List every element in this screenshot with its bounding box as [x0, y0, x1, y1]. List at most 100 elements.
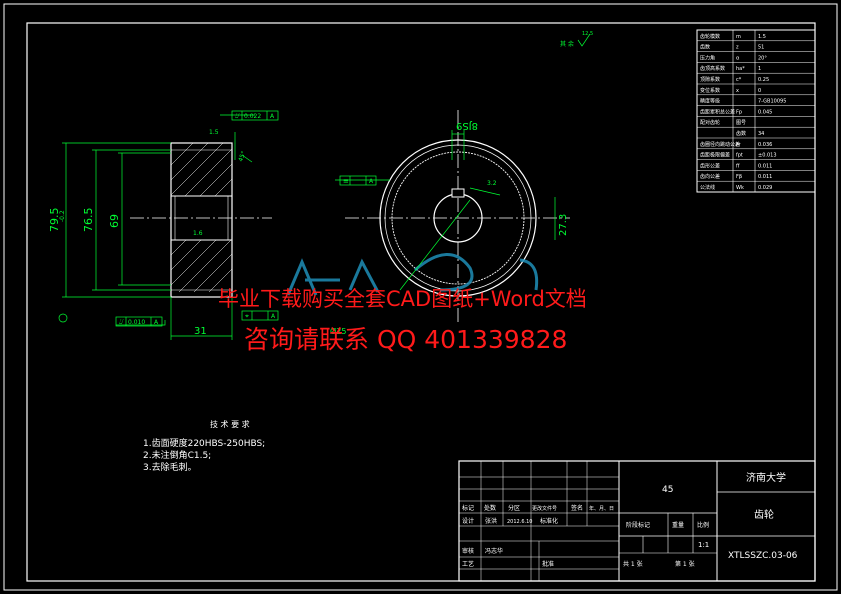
table-cell-7-0: 齿距累积总公差 — [700, 108, 735, 115]
table-cell-10-1: Fr — [736, 142, 742, 148]
tb-date: 2012.6.10 — [507, 519, 532, 525]
tb-code: XTLSSZC.03-06 — [728, 551, 798, 561]
table-cell-6-0: 精度等级 — [700, 98, 720, 105]
svg-text:12.5: 12.5 — [582, 31, 593, 37]
tb-header-5: 年、月、日 — [589, 505, 614, 512]
table-cell-9-1: 齿数 — [736, 130, 746, 137]
table-cell-9-2: 34 — [758, 131, 764, 137]
front-view: 8JS9 27.3 Ø25 3.2 ≡ A 其 余 12.5 — [286, 31, 593, 336]
roughness-bore: 1.6 — [193, 230, 203, 237]
svg-text:其 余: 其 余 — [560, 40, 574, 48]
table-cell-13-1: Fβ — [736, 174, 742, 180]
tech-requirements: 技 术 要 求 1.齿面硬度220HBS-250HBS; 2.未注倒角C1.5;… — [143, 419, 265, 473]
table-cell-1-1: z — [736, 45, 739, 51]
tb-standard: 标准化 — [540, 517, 558, 525]
table-cell-11-1: fpt — [736, 153, 743, 159]
table-cell-3-1: ha* — [736, 66, 745, 72]
table-cell-14-0: 公法线 — [700, 184, 715, 191]
table-cell-13-2: 0.011 — [758, 174, 772, 180]
table-cell-13-0: 齿向公差 — [700, 173, 720, 180]
hatch-top — [170, 142, 233, 197]
svg-text:≡: ≡ — [343, 177, 349, 185]
table-cell-4-1: c* — [736, 77, 742, 83]
tolerance-frame-left: ⌰ 0.010 A — [115, 316, 163, 327]
title-block-text: 标记 处数 分区 更改文件号 签名 年、月、日 设计 张洪 2012.6.10 … — [462, 471, 798, 568]
roughness-keyway: 3.2 — [487, 180, 497, 187]
table-cell-11-0: 齿距极限偏差 — [700, 152, 730, 159]
tb-header-4: 签名 — [571, 504, 583, 512]
table-cell-7-2: 0.045 — [758, 109, 772, 115]
svg-text:⌖: ⌖ — [245, 312, 249, 320]
svg-text:A: A — [154, 319, 159, 326]
svg-text:A: A — [369, 178, 374, 185]
table-cell-8-1: 图号 — [736, 120, 746, 126]
dim-bore-dia: Ø25 — [330, 326, 346, 336]
table-cell-7-1: Fp — [736, 109, 742, 115]
table-cell-1-0: 齿数 — [700, 44, 710, 51]
table-cell-2-1: α — [736, 55, 740, 61]
tolerance-frame-bottom: ⌖ A — [241, 310, 279, 321]
table-cell-5-1: x — [736, 88, 739, 94]
tb-part-name: 齿轮 — [754, 508, 774, 521]
watermark-logo — [286, 253, 539, 296]
tb-sheet-no: 第 1 张 — [675, 560, 695, 568]
tb-weight-label: 重量 — [672, 521, 684, 529]
inner-frame — [26, 22, 816, 582]
table-cell-4-0: 顶隙系数 — [700, 76, 720, 83]
dim-chamfer: 1.5 — [209, 129, 219, 136]
dim-pitch-dia: 76.5 — [82, 208, 95, 233]
tb-sheet: 共 1 张 — [623, 560, 643, 568]
table-cell-0-2: 1.5 — [758, 34, 766, 40]
tb-scale-label: 比例 — [697, 521, 709, 529]
tech-req-2: 2.未注倒角C1.5; — [143, 449, 211, 461]
table-cell-5-2: 0 — [758, 88, 761, 94]
tb-header-1: 处数 — [484, 504, 496, 512]
hatch-bottom — [170, 239, 233, 293]
table-cell-0-1: m — [736, 34, 741, 40]
watermark-line-1: 毕业下载购买全套CAD图纸+Word文档 — [218, 287, 587, 311]
dim-root-dia: 69 — [108, 214, 121, 228]
svg-text:⌰: ⌰ — [119, 318, 124, 326]
svg-text:0.010: 0.010 — [128, 319, 145, 326]
watermark-line-2: 咨询请联系 QQ 401339828 — [244, 325, 568, 354]
section-view: 79.5 -0.2 76.5 69 31 1.5 45° 1.6 ⌰ 0.022… — [48, 110, 279, 340]
table-cell-0-0: 齿轮模数 — [700, 33, 720, 40]
table-cell-10-2: 0.036 — [758, 142, 772, 148]
tech-req-3: 3.去除毛刺。 — [143, 461, 197, 473]
dim-outer-dia: 79.5 — [48, 208, 61, 233]
tb-header-2: 分区 — [508, 504, 520, 512]
table-cell-12-2: 0.011 — [758, 163, 772, 169]
table-cell-12-1: ff — [736, 163, 740, 169]
tb-school: 济南大学 — [746, 471, 786, 484]
dim-width: 31 — [194, 326, 207, 337]
tolerance-frame-front: ≡ A — [339, 175, 377, 186]
tb-stage-label: 阶段标记 — [626, 521, 650, 529]
table-cell-10-0: 齿圈径向跳动公差 — [700, 141, 740, 148]
dim-keyway: 8JS9 — [456, 120, 478, 131]
table-cell-5-0: 变位系数 — [700, 87, 720, 94]
table-cell-12-0: 齿形公差 — [700, 162, 720, 169]
title-block — [458, 460, 816, 582]
tb-material: 45 — [662, 485, 673, 495]
tb-scale: 1:1 — [698, 541, 709, 549]
tech-req-1: 1.齿面硬度220HBS-250HBS; — [143, 437, 265, 449]
table-cell-3-2: 1 — [758, 66, 761, 72]
table-cell-6-2: 7-GB10095 — [758, 99, 786, 105]
dim-bore-depth: 27.3 — [558, 214, 569, 236]
table-cell-2-2: 20° — [758, 55, 767, 61]
svg-text:A: A — [270, 113, 275, 120]
outer-frame — [3, 3, 838, 591]
table-cell-14-1: Wk — [736, 185, 744, 191]
tb-header-0: 标记 — [462, 504, 474, 512]
tb-reviewer: 冯志华 — [485, 547, 503, 555]
svg-text:0.022: 0.022 — [244, 113, 261, 120]
table-cell-11-2: ±0.013 — [758, 153, 777, 159]
tb-header-3: 更改文件号 — [532, 505, 557, 512]
table-cell-14-2: 0.029 — [758, 185, 772, 191]
tolerance-frame-top: ⌰ 0.022 A — [231, 110, 279, 121]
tb-review: 审核 — [462, 547, 474, 555]
table-cell-4-2: 0.25 — [758, 77, 769, 83]
tb-design: 设计 — [462, 517, 474, 525]
